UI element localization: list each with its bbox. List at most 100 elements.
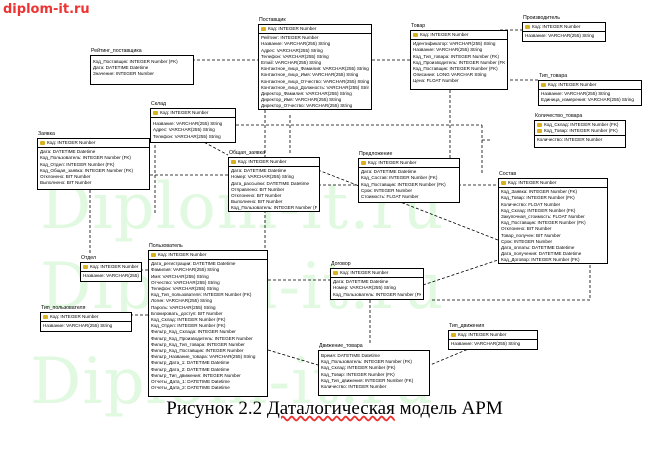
entity-attribute: Адрес: VARCHAR(255) String <box>261 47 323 53</box>
entity-title: Товар <box>411 23 426 29</box>
entity-attribute: Идентификатор: VARCHAR(255) String <box>413 41 496 47</box>
entity-attribute: Фильтр_Название_товара: VARCHAR(255) Str… <box>151 354 256 360</box>
entity-attribute: Стоимость: FLOAT Number <box>361 194 419 200</box>
entity-predlozhenie: Предложение Код: INTEGER Number Дата: DA… <box>358 151 460 203</box>
entity-attribute: Код_Заявка: INTEGER Number (FK) <box>501 189 578 195</box>
entity-attribute: Фильтр_Код_Тип_товара: INTEGER Number <box>151 341 245 347</box>
entity-title: Поставщик <box>259 17 286 23</box>
entity-attribute: Логин: VARCHAR(255) String <box>151 298 213 304</box>
key-icon <box>537 122 542 127</box>
entity-title: Отдел <box>81 255 97 261</box>
entity-attribute: Код_Поставщик: INTEGER Number (FK) <box>361 181 446 187</box>
entity-attribute: Код_Тип_пользователя: INTEGER Number (FK… <box>151 292 252 298</box>
entity-attribute: Отчеты_Дата_2: DATETIME Datetime <box>151 385 230 391</box>
entity-attribute: Дата: DATETIME Datetime <box>93 65 149 71</box>
entity-attribute: Значение: INTEGER Number <box>93 71 154 77</box>
entity-pk: Код: INTEGER Number <box>47 140 96 145</box>
entity-attribute: Фамилия: VARCHAR(255) String <box>151 267 220 273</box>
entity-attribute: Выполнено: BIT Number <box>231 199 283 205</box>
entity-attribute: Отправлено: BIT Number <box>231 186 285 192</box>
entity-attribute: Отчеты_Дата_1: DATETIME Datetime <box>151 379 230 385</box>
entity-sostav: Состав Код: INTEGER Number Код_Заявка: I… <box>498 171 608 264</box>
entity-attribute: Количество: FLOAT Number <box>501 201 561 207</box>
entity-attribute: Пароль: VARCHAR(255) String <box>151 304 216 310</box>
entity-attribute: Номер: VARCHAR(255) String <box>231 174 294 180</box>
entity-attribute: Дата_регистрации: DATETIME Datetime <box>151 261 236 267</box>
entity-title: Общая_заявка <box>229 150 265 156</box>
entity-dogovor: Договор Код: INTEGER Number Дата: DATETI… <box>330 261 424 300</box>
entity-attribute: Код_Тип_движения: INTEGER Number (FK) <box>321 377 414 383</box>
entity-title: Склад <box>151 101 167 107</box>
key-icon <box>333 270 338 275</box>
entity-attribute: Название: VARCHAR(255) String <box>43 323 113 329</box>
caption-word: Даталогическая <box>266 398 395 419</box>
entity-attribute: Код_Пользователь: INTEGER Number (FK) <box>333 291 421 297</box>
entity-title: Производитель <box>523 15 560 21</box>
entity-attribute: Описание: LONG VARCHAR String <box>413 72 487 78</box>
entity-tip-polzovatelya: Тип_пользователя Код: INTEGER Number Наз… <box>40 305 132 332</box>
key-icon <box>231 159 236 164</box>
caption-suffix: модель АРМ <box>394 398 503 419</box>
entity-title: Движение_товара <box>319 343 363 349</box>
key-icon <box>43 314 48 319</box>
entity-obshaya-zayavka: Общая_заявка Код: INTEGER Number Дата: D… <box>228 150 320 212</box>
entity-attribute: Дата: DATETIME Datetime <box>40 149 96 155</box>
entity-polzovatel: Пользователь Код: INTEGER Number Дата_ре… <box>148 243 268 397</box>
entity-dvizhenie-tovara: Движение_товара Время: DATETIME Datetime… <box>318 343 430 396</box>
entity-attribute: Рейтинг: INTEGER Number <box>261 35 319 41</box>
entity-attribute: Код_Производитель: INTEGER Number (FK) <box>413 59 505 65</box>
entity-attribute: Контактное_лицо_Имя: VARCHAR(255) String <box>261 72 359 78</box>
entity-attribute: Директор_Имя: VARCHAR(255) String <box>261 97 342 103</box>
entity-attribute: Дата: DATETIME Datetime <box>361 169 417 175</box>
entity-attribute: Отклонено: BIT Number <box>231 193 282 199</box>
key-icon <box>537 128 542 133</box>
entity-attribute: Код_Пользователь: INTEGER Number (FK) <box>40 155 131 161</box>
entity-tovar: Товар Код: INTEGER Number Идентификатор:… <box>410 23 508 90</box>
site-watermark: diplom-it.ru <box>3 2 90 17</box>
entity-attribute: Фильтр_Тип_движения: INTEGER Number <box>151 372 241 378</box>
entity-attribute: Отчество: VARCHAR(255) String <box>151 279 220 285</box>
entity-pk: Код: INTEGER Number <box>160 110 209 115</box>
entity-attribute: Выполнено: BIT Number <box>40 180 92 186</box>
entity-attribute: Название: VARCHAR(255) String <box>153 121 223 127</box>
entity-reiting-postavshika: Рейтинг_поставщика Код_Поставщик: INTEGE… <box>90 48 194 85</box>
entity-title: Заявка <box>38 131 55 137</box>
entity-title: Предложение <box>359 151 393 157</box>
entity-attribute: Имя: VARCHAR(255) String <box>151 273 209 279</box>
key-icon <box>261 26 266 31</box>
entity-title: Рейтинг_поставщика <box>91 48 142 54</box>
key-icon <box>361 160 366 165</box>
entity-attribute: Дата: DATETIME Datetime <box>333 279 389 285</box>
entity-postavshik: Поставщик Код: INTEGER Number Рейтинг: I… <box>258 17 372 110</box>
entity-attribute: Фильтр_Дата_2: DATETIME Datetime <box>151 366 230 372</box>
entity-pk: Код_Склад: INTEGER Number (FK) <box>544 122 619 127</box>
entity-title: Количество_товара <box>535 113 583 119</box>
entity-attribute: Название: VARCHAR(255) String <box>413 47 483 53</box>
entity-otdel: Отдел Код: INTEGER Number Название: VARC… <box>80 255 142 282</box>
entity-attribute: Контактное_лицо_Должность: VARCHAR(255) … <box>261 84 369 90</box>
entity-attribute: Фильтр_Код_Поставщик: INTEGER Number <box>151 348 244 354</box>
entity-title: Тип_товара <box>539 73 568 79</box>
key-icon <box>153 110 158 115</box>
key-icon <box>413 32 418 37</box>
entity-attribute: Дата: DATETIME Datetime <box>231 168 287 174</box>
entity-pk: Код: INTEGER Number <box>368 160 417 165</box>
entity-attribute: Количество: INTEGER Number <box>321 384 387 390</box>
entity-attribute: Email: VARCHAR(255) String <box>261 60 322 66</box>
entity-pk: Код: INTEGER Number <box>420 32 469 37</box>
entity-attribute: Телефон: VARCHAR(255) String <box>261 53 329 59</box>
entity-attribute: Отклонено: BIT Number <box>501 226 552 232</box>
entity-attribute: Код_Пользователь: INTEGER Number (FK) <box>231 205 317 211</box>
entity-attribute: Код_Склад: INTEGER Number (FK) <box>151 317 226 323</box>
entity-attribute: Код_Поставщик: INTEGER Number (FK) <box>413 66 498 72</box>
entity-attribute: Закупочная_стоимость: FLOAT Number <box>501 214 585 220</box>
entity-attribute: Название: VARCHAR(255) String <box>451 341 521 347</box>
entity-pk: Код: INTEGER Number <box>340 270 389 275</box>
entity-attribute: Телефон: VARCHAR(255) String <box>153 133 221 139</box>
entity-attribute: Отклонено: BIT Number <box>40 174 91 180</box>
entity-attribute: Код_Поставщик: INTEGER Number (FK) <box>93 59 178 64</box>
entity-attribute: Дата_получения: DATETIME Datetime <box>501 251 582 257</box>
entity-attribute: Код_Состав: INTEGER Number (FK) <box>361 175 438 181</box>
entity-attribute: Время: DATETIME Datetime <box>321 353 380 358</box>
